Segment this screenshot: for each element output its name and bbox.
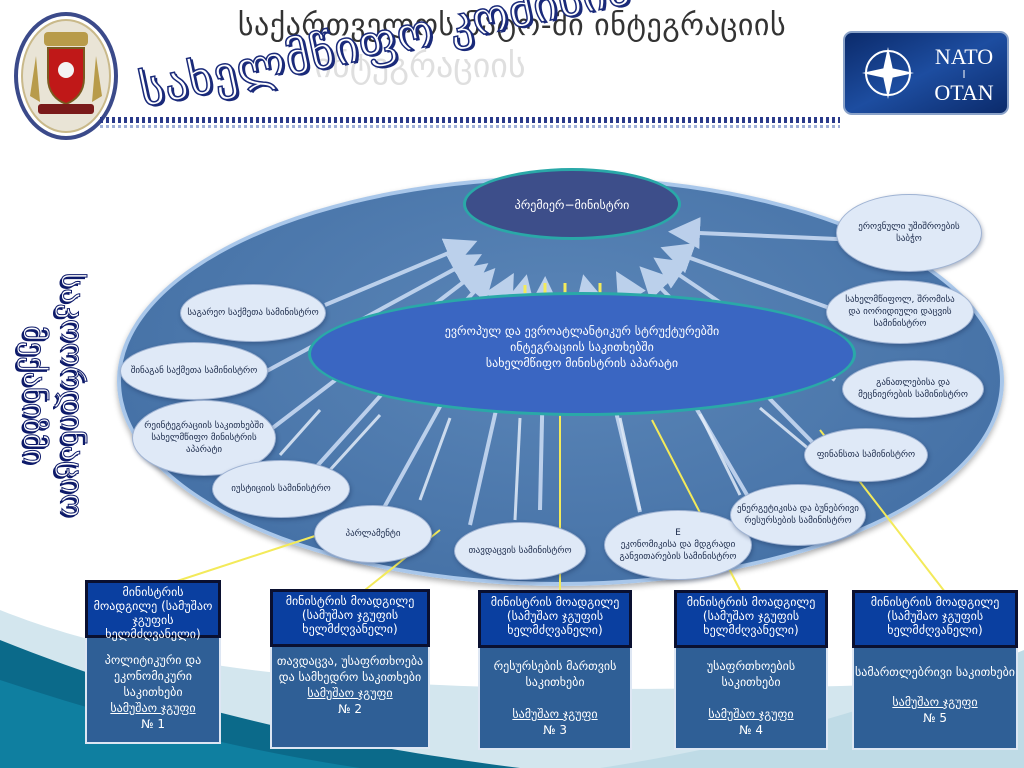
title-divider bbox=[100, 117, 840, 123]
working-group-2: მინისტრის მოადგილე (სამუშაო ჯგუფის ხელმძ… bbox=[270, 589, 430, 749]
working-group-head: მინისტრის მოადგილე (სამუშაო ჯგუფის ხელმძ… bbox=[478, 590, 632, 648]
state-minister-office-node: ევროპულ და ევროატლანტიკურ სტრუქტურებში ი… bbox=[308, 292, 856, 416]
ministry-label: ეკონომიკისა და მდგრადი განვითარების სამი… bbox=[619, 540, 737, 562]
prime-minister-node: პრემიერ−მინისტრი bbox=[463, 168, 681, 240]
ministry-label-line2: საბჭო bbox=[896, 234, 922, 244]
parliament: პარლამენტი bbox=[314, 505, 432, 563]
ministry-energy: ენერგეტიკისა და ბუნებრივი რესურსების სამ… bbox=[730, 484, 866, 546]
working-group-head: მინისტრის მოადგილე (სამუშაო ჯგუფის ხელმძ… bbox=[85, 580, 221, 641]
title-divider-secondary bbox=[100, 125, 840, 128]
ministry-label: თავდაცვის სამინისტრო bbox=[468, 546, 572, 556]
working-group-label: სამუშაო ჯგუფი bbox=[512, 707, 598, 721]
working-group-head: მინისტრის მოადგილე (სამუშაო ჯგუფის ხელმძ… bbox=[270, 589, 430, 647]
ministry-label: განათლებისა და მეცნიერების სამინისტრო bbox=[858, 378, 968, 400]
ministry-label: ენერგეტიკისა და ბუნებრივი რესურსების სამ… bbox=[737, 504, 859, 526]
ministry-label: საგარეო საქმეთა სამინისტრო bbox=[187, 308, 319, 318]
prime-minister-label: პრემიერ−მინისტრი bbox=[514, 198, 630, 212]
national-security-council: ეროვნული უშიშროების საბჭო bbox=[836, 194, 982, 272]
ministry-label-line1: სახელმწიფოლ, შრომისა bbox=[845, 295, 955, 305]
ministry-label: პარლამენტი bbox=[345, 529, 401, 539]
working-group-topic: თავდაცვა, უსაფრთხოება და სამხედრო საკითხ… bbox=[276, 654, 424, 684]
working-group-topic: უსაფრთხოების საკითხები bbox=[706, 659, 796, 689]
working-group-label: სამუშაო ჯგუფი bbox=[892, 695, 978, 709]
ministry-justice: იუსტიციის სამინისტრო bbox=[212, 460, 350, 518]
working-group-body: პოლიტიკური და ეკონომიკური საკითხები სამუ… bbox=[87, 652, 219, 732]
ministry-health-social: სახელმწიფოლ, შრომისა და იორიდიული დაცვის… bbox=[826, 280, 974, 344]
working-group-number: № 1 bbox=[141, 717, 165, 731]
ministry-foreign-affairs: საგარეო საქმეთა სამინისტრო bbox=[180, 284, 326, 342]
working-group-4: მინისტრის მოადგილე (სამუშაო ჯგუფის ხელმძ… bbox=[674, 590, 828, 750]
ministry-label-e: E bbox=[675, 528, 681, 538]
working-group-5: მინისტრის მოადგილე (სამუშაო ჯგუფის ხელმძ… bbox=[852, 590, 1018, 750]
working-group-number: № 4 bbox=[739, 723, 763, 737]
side-label-line2: მექანიზმი bbox=[16, 325, 52, 465]
georgia-coat-of-arms-logo bbox=[14, 12, 118, 142]
working-group-topic: რესურსების მართვის საკითხები bbox=[493, 659, 617, 689]
ministry-label-line3: სამინისტრო bbox=[873, 319, 927, 329]
ministry-education: განათლებისა და მეცნიერების სამინისტრო bbox=[842, 360, 984, 418]
ministry-internal-affairs: შინაგან საქმეთა სამინისტრო bbox=[120, 342, 268, 400]
center-line2: ინტეგრაციის საკითხებში bbox=[510, 340, 654, 354]
page-title-line1: საქართველოს ნატო-ში ინტეგრაციის bbox=[237, 8, 787, 43]
working-group-head: მინისტრის მოადგილე (სამუშაო ჯგუფის ხელმძ… bbox=[674, 590, 828, 648]
center-line1: ევროპულ და ევროატლანტიკურ სტრუქტურებში bbox=[444, 324, 720, 338]
working-group-head: მინისტრის მოადგილე (სამუშაო ჯგუფის ხელმძ… bbox=[852, 590, 1018, 648]
nato-text: NATO bbox=[935, 44, 993, 69]
side-label-line1: საკოორდინაციო bbox=[54, 272, 90, 518]
nato-otan-logo: NATO OTAN bbox=[842, 30, 1010, 116]
ministry-label: რეინტეგრაციის საკითხებში სახელმწიფო მინი… bbox=[144, 421, 264, 455]
ministry-label: იუსტიციის სამინისტრო bbox=[231, 484, 331, 494]
ministry-label-line2: და იორიდიული დაცვის bbox=[848, 307, 952, 317]
working-group-body: უსაფრთხოების საკითხები სამუშაო ჯგუფი № 4 bbox=[676, 658, 826, 738]
working-group-number: № 3 bbox=[543, 723, 567, 737]
ministry-finance: ფინანსთა სამინისტრო bbox=[804, 428, 928, 482]
ministry-label: ფინანსთა სამინისტრო bbox=[816, 450, 916, 460]
center-line3: სახელმწიფო მინისტრის აპარატი bbox=[485, 356, 679, 370]
working-group-body: სამართლებრივი საკითხები სამუშაო ჯგუფი № … bbox=[854, 664, 1016, 726]
ministry-defence: თავდაცვის სამინისტრო bbox=[454, 522, 586, 580]
page-title-line2: ინტეგრაციის bbox=[314, 46, 526, 86]
ministry-label: შინაგან საქმეთა სამინისტრო bbox=[130, 366, 258, 376]
side-label: საკოორდინაციო მექანიზმი bbox=[0, 245, 90, 545]
working-group-topic: სამართლებრივი საკითხები bbox=[855, 665, 1015, 679]
working-group-body: რესურსების მართვის საკითხები სამუშაო ჯგუ… bbox=[480, 658, 630, 738]
working-group-topic: პოლიტიკური და ეკონომიკური საკითხები bbox=[104, 653, 202, 699]
working-group-label: სამუშაო ჯგუფი bbox=[708, 707, 794, 721]
working-group-label: სამუშაო ჯგუფი bbox=[110, 701, 196, 715]
working-group-3: მინისტრის მოადგილე (სამუშაო ჯგუფის ხელმძ… bbox=[478, 590, 632, 750]
working-group-label: სამუშაო ჯგუფი bbox=[307, 686, 393, 700]
working-group-number: № 5 bbox=[923, 711, 947, 725]
working-group-body: თავდაცვა, უსაფრთხოება და სამხედრო საკითხ… bbox=[272, 653, 428, 717]
otan-text: OTAN bbox=[934, 80, 993, 105]
ministry-label-line1: ეროვნული უშიშროების bbox=[858, 222, 960, 232]
working-group-number: № 2 bbox=[338, 702, 362, 716]
ministry-economy: E ეკონომიკისა და მდგრადი განვითარების სა… bbox=[604, 510, 752, 580]
working-group-1: მინისტრის მოადგილე (სამუშაო ჯგუფის ხელმძ… bbox=[85, 580, 221, 744]
